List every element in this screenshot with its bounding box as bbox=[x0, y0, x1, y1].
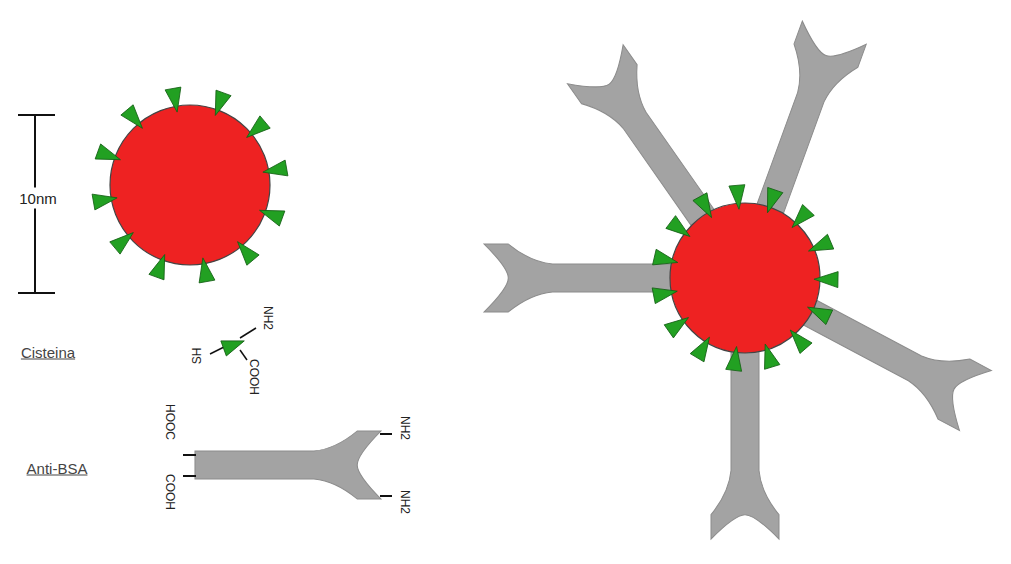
cysteine-ligand bbox=[664, 311, 693, 338]
group-label: COOH bbox=[248, 359, 260, 395]
nanoparticle bbox=[110, 105, 270, 265]
bond-line bbox=[240, 328, 256, 338]
cysteine-ligand bbox=[784, 325, 812, 354]
cysteine-ligand bbox=[786, 205, 814, 233]
cysteine-ligand bbox=[760, 187, 783, 215]
scale-bar-tick bbox=[18, 114, 55, 116]
antibody-symbol bbox=[711, 349, 779, 539]
cysteine-ligand bbox=[729, 185, 747, 210]
cysteine-ligand bbox=[652, 283, 679, 303]
cysteine-ligand bbox=[814, 271, 838, 287]
cysteine-ligand bbox=[195, 256, 215, 282]
cysteine-ligand bbox=[693, 193, 719, 222]
molecule-name: Cisteina bbox=[21, 345, 75, 360]
group-label: NH2 bbox=[399, 416, 411, 440]
antibody-symbol bbox=[792, 281, 992, 430]
group-label: COOH bbox=[164, 474, 176, 510]
cysteine-symbol bbox=[221, 333, 247, 356]
cysteine-ligand bbox=[110, 226, 139, 254]
cysteine-ligand bbox=[149, 252, 172, 280]
group-label: NH2 bbox=[262, 306, 274, 330]
cysteine-ligand bbox=[653, 249, 680, 270]
terminal-line bbox=[380, 495, 392, 497]
terminal-line bbox=[380, 433, 392, 435]
terminal-line bbox=[183, 454, 196, 456]
cysteine-ligand bbox=[805, 234, 833, 258]
cysteine-ligand bbox=[758, 342, 780, 370]
group-label: NH2 bbox=[399, 490, 411, 514]
antibody-symbol bbox=[737, 21, 866, 223]
cysteine-ligand bbox=[690, 333, 716, 362]
antibody-symbol bbox=[567, 45, 732, 240]
terminal-line bbox=[183, 475, 196, 477]
scale-label: 10nm bbox=[17, 188, 59, 209]
cysteine-ligand bbox=[261, 160, 287, 180]
group-label: SH bbox=[191, 348, 203, 365]
cysteine-ligand bbox=[92, 190, 118, 210]
cysteine-ligand bbox=[165, 87, 185, 113]
cysteine-ligand bbox=[242, 116, 271, 144]
bond-line bbox=[240, 350, 247, 360]
molecule-name: Anti-BSA bbox=[27, 461, 88, 476]
antibody-symbol bbox=[484, 244, 674, 312]
cysteine-ligand bbox=[726, 346, 745, 372]
cysteine-ligand bbox=[231, 237, 259, 266]
cysteine-ligand bbox=[804, 300, 833, 325]
group-label: HOOC bbox=[164, 404, 176, 440]
cysteine-ligand bbox=[208, 90, 231, 118]
cysteine-ligand bbox=[666, 216, 695, 243]
scale-bar-tick bbox=[18, 292, 55, 294]
nanoparticle bbox=[670, 203, 820, 353]
cysteine-ligand bbox=[95, 144, 123, 167]
cysteine-ligand bbox=[257, 203, 285, 226]
antibody-symbol bbox=[195, 431, 381, 499]
cysteine-ligand bbox=[121, 105, 149, 134]
